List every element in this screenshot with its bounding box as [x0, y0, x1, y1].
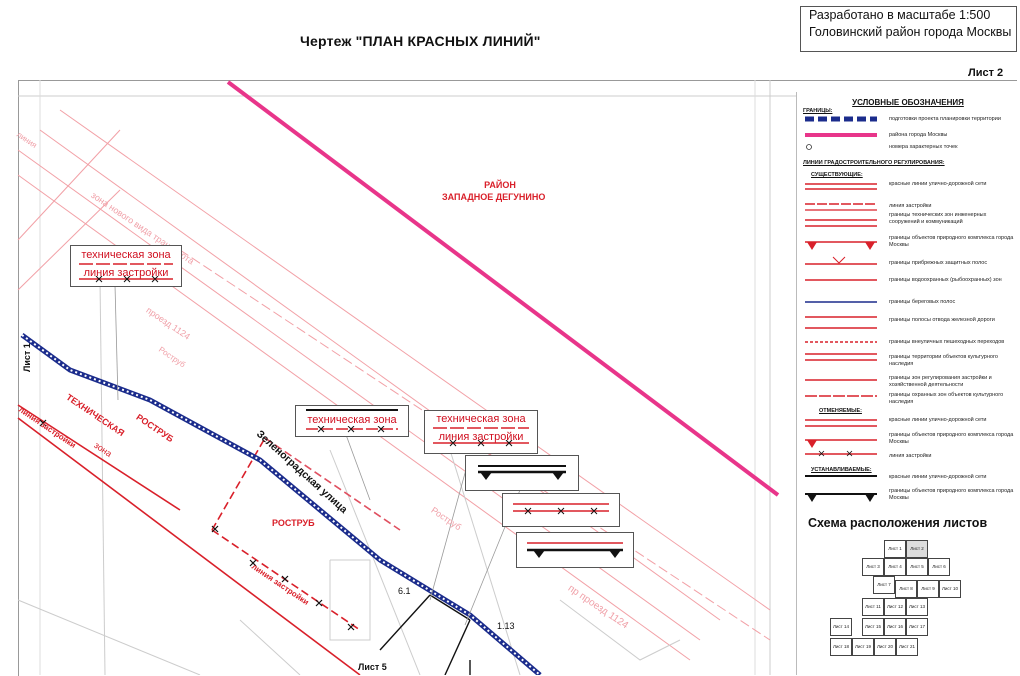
point-1-13-label: 1.13	[497, 621, 515, 631]
scheme-cell: Лист 1	[884, 540, 906, 558]
rostrub-center-label: РОСТРУБ	[272, 518, 315, 528]
district-name-line1: РАЙОН	[484, 180, 516, 190]
legend-lines-heading: ЛИНИИ ГРАДОСТРОИТЕЛЬНОГО РЕГУЛИРОВАНИЯ:	[803, 160, 945, 166]
map-canvas	[17, 80, 796, 675]
red-lines	[17, 404, 401, 675]
scheme-cell: Лист 19	[852, 638, 874, 656]
callout-cross-line	[79, 276, 173, 283]
scheme-cell: Лист 12	[884, 598, 906, 616]
district-name-line2: ЗАПАДНОЕ ДЕГУНИНО	[442, 192, 546, 202]
callout-established-red-line	[465, 455, 579, 491]
callout-label: техническая зона	[436, 413, 526, 425]
legend-e5: границы прибрежных защитных полос	[889, 260, 988, 266]
transport-zone-lines	[17, 109, 771, 661]
legend-e1: красные линии улично-дорожной сети	[889, 181, 987, 187]
callout-label: линия застройки	[438, 431, 524, 443]
scheme-cell-current: Лист 2	[906, 540, 928, 558]
scheme-cell: Лист 7	[873, 576, 895, 594]
scheme-cell: Лист 3	[862, 558, 884, 576]
legend-panel: УСЛОВНЫЕ ОБОЗНАЧЕНИЯ ГРАНИЦЫ: под	[796, 92, 1019, 675]
district-boundary-line	[226, 80, 780, 497]
legend-existing-heading: СУЩЕСТВУЮЩИЕ:	[811, 172, 863, 178]
legend-e2: линия застройки	[889, 203, 932, 209]
scheme-cell: Лист 17	[906, 618, 928, 636]
legend-s2: границы объектов природного комплекса го…	[889, 488, 1014, 501]
callout-established-red-line-2	[516, 532, 634, 568]
legend-e7: границы береговых полос	[889, 299, 956, 305]
legend-boundaries-heading: ГРАНИЦЫ:	[803, 108, 833, 114]
sheet-5-label: Лист 5	[358, 662, 387, 672]
callout-tech-zone-middle: техническая зона	[295, 405, 409, 437]
drawing-title: Чертеж "ПЛАН КРАСНЫХ ЛИНИЙ"	[300, 33, 541, 49]
project-boundary	[20, 332, 542, 675]
scheme-cell: Лист 14	[830, 618, 852, 636]
callout-tech-zone-building-line-left: техническая зона линия застройки	[70, 245, 182, 287]
legend-b3: номера характерных точек	[889, 144, 958, 150]
legend-c3: линия застройки	[889, 453, 932, 459]
legend-c1: красные линии улично-дорожной сети	[889, 417, 987, 423]
callout-label: техническая зона	[81, 249, 171, 261]
scheme-cell: Лист 9	[917, 580, 939, 598]
sheet-1-label: Лист 1	[22, 343, 32, 372]
legend-e3: границы технических зон инженерных соору…	[889, 212, 987, 225]
legend-title: УСЛОВНЫЕ ОБОЗНАЧЕНИЯ	[852, 98, 964, 107]
scale-box: Разработано в масштабе 1:500 Головинский…	[800, 6, 1017, 52]
legend-e4: границы объектов природного комплекса го…	[889, 235, 1014, 248]
district-text: Головинский район города Москвы	[809, 25, 1012, 39]
scheme-cell: Лист 10	[939, 580, 961, 598]
callout-cancelled-building-line	[502, 493, 620, 527]
sheet-scheme-grid: Лист 1 Лист 2 Лист 3 Лист 4 Лист 5 Лист …	[830, 538, 980, 673]
scheme-cell: Лист 13	[906, 598, 928, 616]
scheme-cell: Лист 21	[896, 638, 918, 656]
callout-symbol	[527, 542, 623, 558]
callout-black-line	[306, 409, 398, 411]
scheme-cell: Лист 8	[895, 580, 917, 598]
legend-e11: границы зон регулирования застройки и хо…	[889, 375, 992, 388]
callout-tech-zone-building-line-right: техническая зона линия застройки	[424, 410, 538, 454]
callout-red-line	[79, 263, 173, 265]
scale-text: Разработано в масштабе 1:500	[809, 8, 991, 22]
callout-leaders	[114, 284, 521, 626]
callout-cross-line	[433, 440, 529, 447]
legend-b1: подготовки проекта планировки территории	[889, 116, 1001, 122]
legend-c2: границы объектов природного комплекса го…	[889, 432, 1014, 445]
legend-e10: границы территории объектов культурного …	[889, 354, 998, 367]
legend-symbols	[805, 116, 877, 502]
scheme-cell: Лист 20	[874, 638, 896, 656]
callout-cross-line	[306, 426, 398, 433]
callout-label: техническая зона	[307, 414, 397, 426]
legend-e8: границы полосы отвода железной дороги	[889, 317, 995, 323]
scheme-cell: Лист 15	[862, 618, 884, 636]
sheet-number: Лист 2	[968, 67, 1004, 79]
legend-s1: красные линии улично-дорожной сети	[889, 474, 987, 480]
legend-cancelled-heading: ОТМЕНЯЕМЫЕ:	[819, 408, 862, 414]
scheme-cell: Лист 6	[928, 558, 950, 576]
scheme-cell: Лист 4	[884, 558, 906, 576]
callout-red-line	[433, 427, 529, 429]
map-frame	[18, 80, 1017, 676]
scheme-cell: Лист 16	[884, 618, 906, 636]
legend-e6: границы водоохранных (рыбоохранных) зон	[889, 277, 1002, 283]
callout-label: линия застройки	[83, 267, 169, 279]
point-6-1-label: 6.1	[398, 586, 411, 596]
point-lines	[379, 594, 471, 675]
cross-markers	[39, 419, 355, 631]
legend-e12: границы охранных зон объектов культурног…	[889, 392, 1004, 405]
legend-b2: района города Москвы	[889, 132, 948, 138]
sheet-scheme-title: Схема расположения листов	[808, 516, 988, 530]
scheme-cell: Лист 11	[862, 598, 884, 616]
scheme-cell: Лист 5	[906, 558, 928, 576]
callout-symbol	[513, 503, 609, 515]
base-map-lines	[17, 279, 681, 675]
callout-symbol	[478, 465, 566, 480]
legend-established-heading: УСТАНАВЛИВАЕМЫЕ:	[811, 467, 872, 473]
scheme-cell: Лист 18	[830, 638, 852, 656]
legend-e9: границы внеуличных пешеходных переходов	[889, 339, 1005, 345]
